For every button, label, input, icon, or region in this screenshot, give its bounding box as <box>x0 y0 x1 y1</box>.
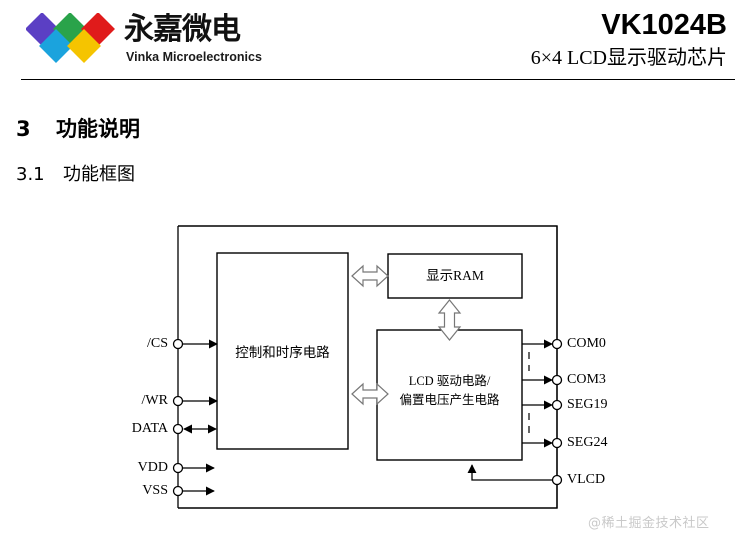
pin-seg24-label: SEG24 <box>567 435 607 450</box>
pin-vss-label: VSS <box>142 483 168 498</box>
logo-diamond-icon <box>26 13 115 63</box>
block-control-timing-label: 控制和时序电路 <box>235 345 330 360</box>
pin-com0-label: COM0 <box>567 336 606 351</box>
pin-vdd: VDD <box>138 460 215 475</box>
pin-seg24: SEG24 <box>522 435 607 450</box>
page-header: 永嘉微电 Vinka Microelectronics VK1024B 6×4 … <box>0 0 739 80</box>
block-display-ram-label: 显示RAM <box>426 268 484 283</box>
pin-vlcd-label: VLCD <box>567 472 605 487</box>
connector-ram-driver-icon <box>437 299 462 341</box>
pin-com0: COM0 <box>522 336 606 351</box>
pin-seg19-label: SEG19 <box>567 397 607 412</box>
pin-vdd-label: VDD <box>138 460 168 475</box>
block-control-timing: 控制和时序电路 <box>216 252 349 450</box>
pin-cs: /CS <box>147 336 218 351</box>
pin-data: DATA <box>132 421 217 436</box>
pin-com3: COM3 <box>522 372 606 387</box>
logo-english-name: Vinka Microelectronics <box>126 50 262 64</box>
section-3-number: 3 <box>16 117 31 141</box>
connector-control-driver-icon <box>351 382 389 406</box>
block-display-ram: 显示RAM <box>387 253 523 299</box>
part-subtitle: 6×4 LCD显示驱动芯片 <box>530 47 727 69</box>
pin-data-label: DATA <box>132 421 169 436</box>
document-title-block: VK1024B 6×4 LCD显示驱动芯片 <box>531 8 727 71</box>
block-lcd-driver-label-line1: LCD 驱动电路/ <box>409 373 491 388</box>
section-3-1-title: 功能框图 <box>63 164 135 185</box>
block-lcd-driver: LCD 驱动电路/ 偏置电压产生电路 <box>376 329 523 461</box>
pin-cs-label: /CS <box>147 336 168 351</box>
header-divider <box>21 79 735 80</box>
connector-control-ram-icon <box>351 264 389 288</box>
section-3-1-number: 3.1 <box>16 164 45 185</box>
pin-wr-label: /WR <box>142 393 169 408</box>
watermark: @稀土掘金技术社区 <box>588 516 710 531</box>
section-heading-3: 3 功能说明 <box>16 113 140 143</box>
logo-chinese-name: 永嘉微电 <box>124 12 241 47</box>
section-3-title: 功能说明 <box>56 117 140 141</box>
company-logo: 永嘉微电 Vinka Microelectronics <box>26 11 262 69</box>
pin-wr: /WR <box>142 393 218 408</box>
pin-seg19: SEG19 <box>522 397 607 412</box>
pin-com3-label: COM3 <box>567 372 606 387</box>
pin-vlcd: VLCD <box>467 464 605 487</box>
part-number: VK1024B <box>601 9 727 41</box>
pin-vss: VSS <box>142 483 215 498</box>
block-lcd-driver-label-line2: 偏置电压产生电路 <box>399 392 500 407</box>
section-heading-3-1: 3.1 功能框图 <box>16 160 135 186</box>
